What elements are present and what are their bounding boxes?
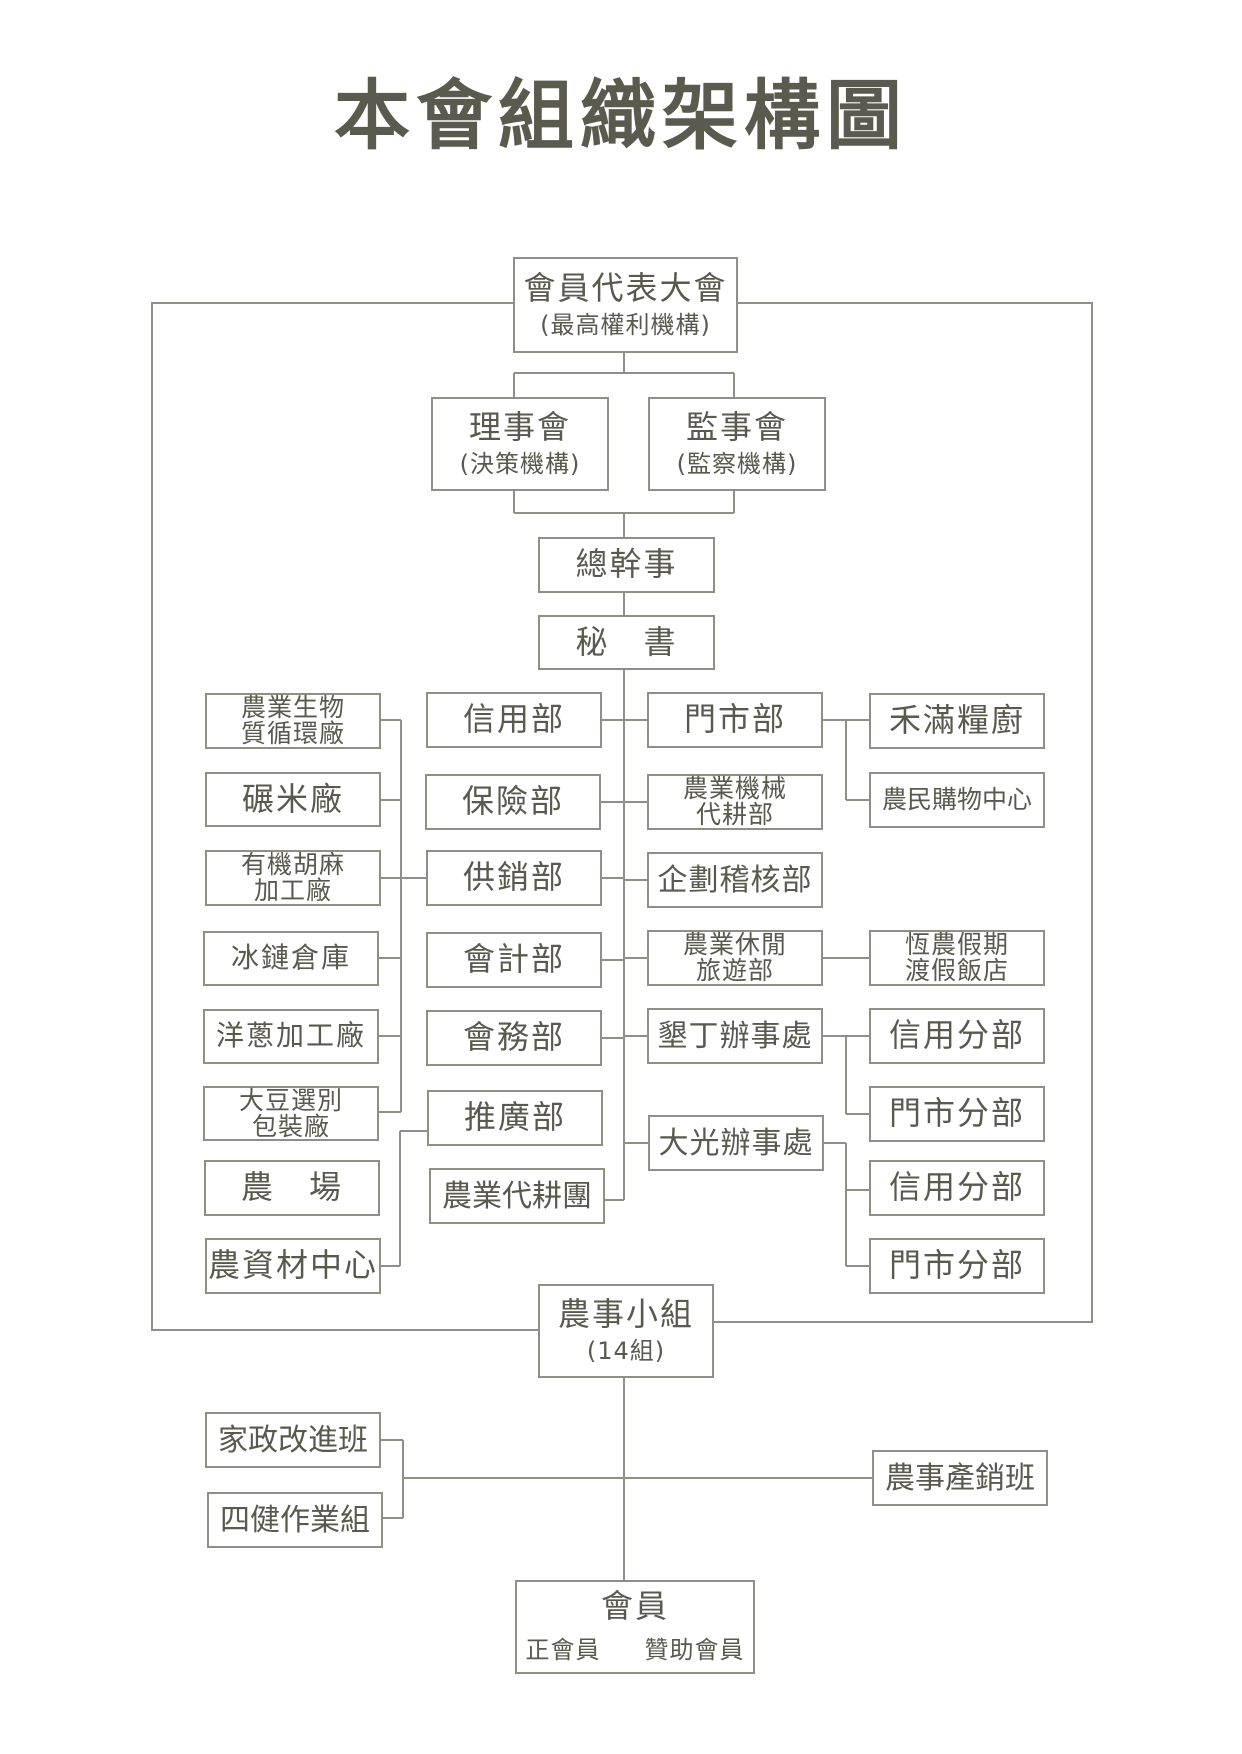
unit-label: 禾滿糧廚 (888, 701, 1025, 740)
department-box: 農業代耕團 (429, 1168, 605, 1224)
general-manager-label: 總幹事 (575, 545, 678, 584)
factory-line: 大豆選別 (238, 1085, 343, 1115)
department-box: 信用部 (426, 692, 602, 748)
department-box: 會計部 (426, 932, 602, 988)
farm-groups-box: 農事小組 (14組) (538, 1284, 714, 1378)
factory-box: 農業生物 質循環廠 (205, 693, 381, 749)
members-label: 會員 (600, 1586, 669, 1625)
department-label: 墾丁辦事處 (657, 1018, 813, 1054)
member-assembly-label: 會員代表大會 (523, 268, 728, 307)
department-label: 門市部 (683, 700, 786, 739)
supervisors-sub: (監察機構) (676, 449, 798, 478)
department-label: 會務部 (462, 1018, 565, 1057)
department-label: 推廣部 (463, 1098, 566, 1137)
department-label: 農業休閒 (682, 930, 787, 959)
factory-line: 農資材中心 (207, 1246, 378, 1285)
board-sub: (決策機構) (459, 449, 581, 478)
farm-groups-label: 農事小組 (557, 1294, 694, 1333)
department-box: 推廣部 (427, 1090, 603, 1146)
department-label: 農業機械 (682, 774, 787, 803)
general-manager-box: 總幹事 (538, 537, 715, 593)
department-label: 旅遊部 (695, 956, 774, 985)
class-box: 家政改進班 (205, 1412, 381, 1468)
department-box: 大光辦事處 (648, 1115, 824, 1171)
factory-line: 加工廠 (253, 876, 332, 905)
department-box: 會務部 (426, 1010, 602, 1066)
department-label: 代耕部 (695, 800, 774, 829)
unit-label: 門市分部 (888, 1094, 1025, 1133)
supervisors-box: 監事會 (監察機構) (648, 397, 826, 491)
farm-groups-sub: (14組) (586, 1336, 666, 1365)
member-assembly-sub: (最高權利機構) (540, 310, 711, 339)
factory-line: 冰鏈倉庫 (230, 941, 351, 975)
unit-box: 恆農假期 渡假飯店 (869, 930, 1045, 986)
department-label: 農業代耕團 (442, 1178, 592, 1214)
supervisors-label: 監事會 (685, 407, 788, 446)
secretary-box: 秘 書 (538, 615, 715, 670)
department-box: 門市部 (647, 692, 823, 748)
unit-box: 信用分部 (869, 1160, 1045, 1216)
factory-line: 有機胡麻 (240, 850, 345, 879)
class-label: 家政改進班 (218, 1422, 368, 1458)
factory-line: 包裝廠 (251, 1111, 330, 1141)
factory-line: 農 場 (240, 1168, 343, 1207)
regular-members-label: 正會員 (525, 1636, 601, 1665)
unit-box: 禾滿糧廚 (869, 693, 1045, 749)
class-label: 四健作業組 (220, 1502, 370, 1538)
unit-box: 門市分部 (869, 1238, 1045, 1294)
unit-box: 農民購物中心 (869, 772, 1045, 828)
department-box: 墾丁辦事處 (647, 1008, 823, 1064)
members-box: 會員 正會員 贊助會員 (515, 1580, 755, 1674)
associate-members-label: 贊助會員 (644, 1636, 745, 1665)
unit-label: 渡假飯店 (904, 956, 1009, 985)
department-box: 供銷部 (426, 850, 602, 906)
department-box: 企劃稽核部 (647, 852, 823, 908)
board-box: 理事會 (決策機構) (431, 397, 609, 491)
factory-box: 農 場 (204, 1160, 380, 1216)
department-box: 農業休閒 旅遊部 (647, 930, 823, 986)
page-title: 本會組織架構圖 (334, 71, 908, 160)
department-label: 大光辦事處 (658, 1125, 814, 1161)
department-box: 保險部 (425, 774, 601, 830)
factory-line: 質循環廠 (240, 719, 345, 748)
factory-box: 洋蔥加工廠 (203, 1009, 379, 1064)
department-label: 保險部 (461, 782, 564, 821)
factory-box: 冰鏈倉庫 (203, 931, 379, 986)
department-label: 企劃稽核部 (657, 862, 813, 898)
department-label: 會計部 (462, 940, 565, 979)
department-label: 供銷部 (462, 858, 565, 897)
department-label: 信用部 (462, 700, 565, 739)
board-label: 理事會 (468, 407, 571, 446)
factory-box: 大豆選別 包裝廠 (203, 1086, 379, 1141)
secretary-label: 秘 書 (575, 622, 678, 661)
member-assembly-box: 會員代表大會 (最高權利機構) (513, 257, 738, 353)
unit-label: 信用分部 (888, 1016, 1025, 1055)
factory-line: 洋蔥加工廠 (215, 1019, 366, 1053)
factory-box: 有機胡麻 加工廠 (205, 850, 381, 906)
class-label: 農事產銷班 (885, 1460, 1035, 1496)
class-box: 四健作業組 (207, 1492, 383, 1548)
unit-box: 信用分部 (869, 1008, 1045, 1064)
unit-label: 農民購物中心 (881, 785, 1032, 815)
class-box: 農事產銷班 (872, 1450, 1048, 1506)
factory-box: 農資材中心 (205, 1238, 381, 1294)
unit-label: 門市分部 (888, 1246, 1025, 1285)
factory-line: 農業生物 (240, 693, 345, 722)
factory-line: 碾米廠 (241, 779, 344, 818)
factory-box: 碾米廠 (205, 772, 381, 827)
unit-label: 恆農假期 (904, 930, 1009, 959)
unit-box: 門市分部 (869, 1086, 1045, 1142)
department-box: 農業機械 代耕部 (647, 774, 823, 830)
unit-label: 信用分部 (888, 1168, 1025, 1207)
